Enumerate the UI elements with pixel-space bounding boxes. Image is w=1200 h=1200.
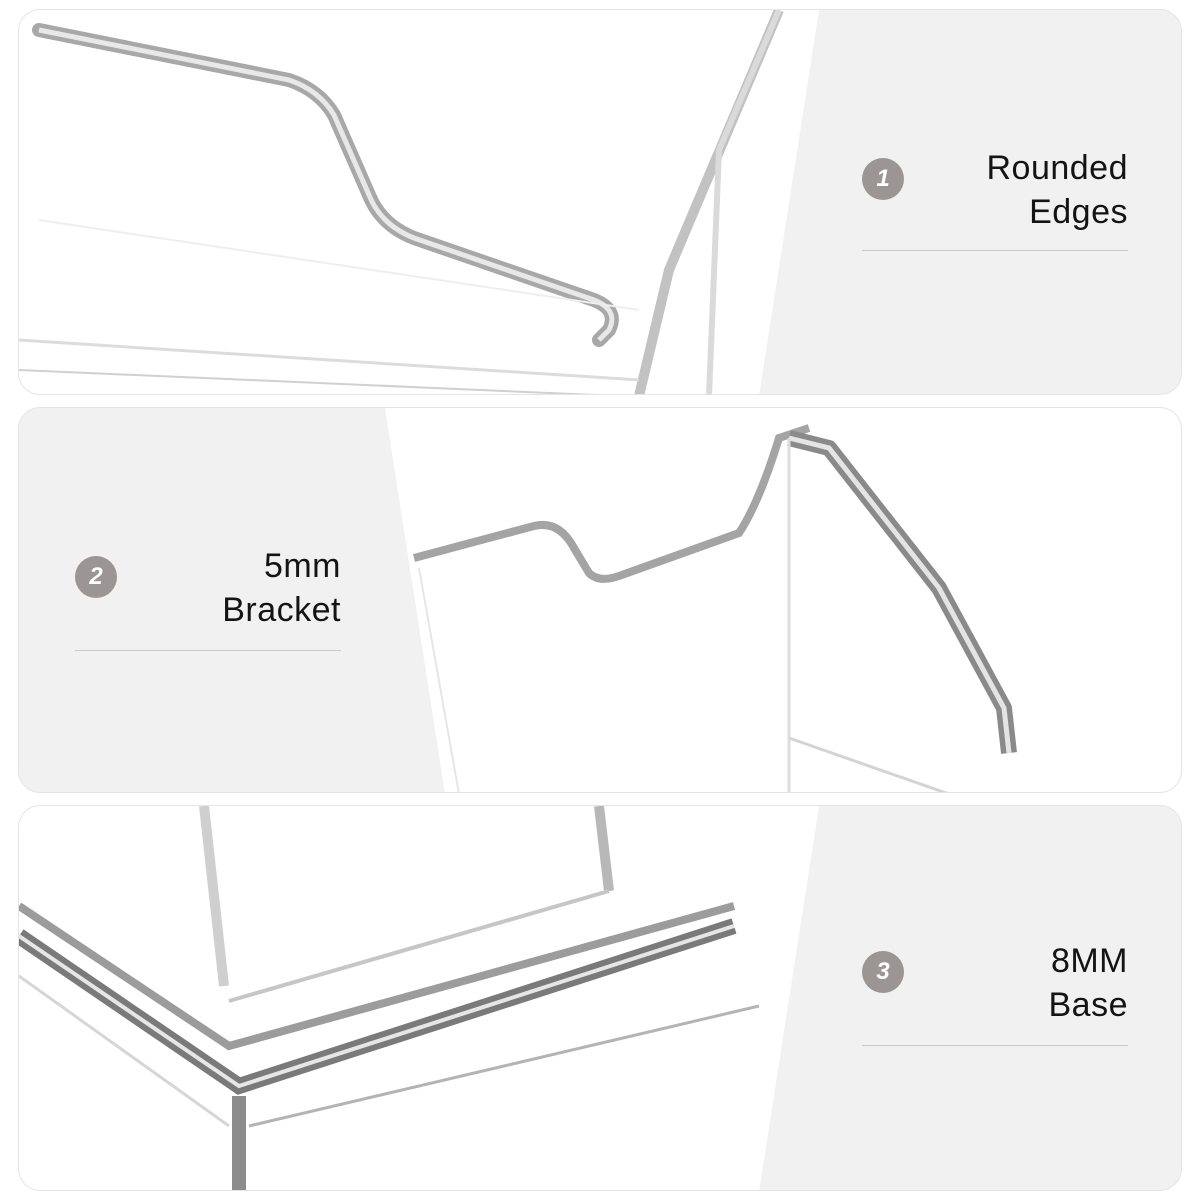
feature-divider (75, 650, 341, 651)
feature-label-line1: 5mm (263, 547, 341, 585)
feature-label-block: 1 Rounded Edges (862, 149, 1128, 260)
feature-number-badge: 3 (862, 951, 904, 993)
feature-number-badge: 1 (862, 158, 904, 200)
feature-label-line1: 8MM (1050, 942, 1128, 980)
feature-label-block: 3 8MM Base (862, 942, 1128, 1053)
feature-panel-base: 3 8MM Base (18, 805, 1182, 1191)
feature-label: 8MM Base (1049, 939, 1129, 1027)
feature-divider (862, 1045, 1128, 1046)
acrylic-photo-bracket (385, 408, 1181, 792)
feature-panel-bracket: 2 5mm Bracket (18, 407, 1182, 793)
acrylic-photo-base (19, 806, 819, 1190)
feature-number-badge: 2 (75, 556, 117, 598)
feature-label-line2: Base (1048, 986, 1128, 1024)
feature-label-line1: Rounded (986, 149, 1128, 187)
feature-label: Rounded Edges (986, 146, 1128, 234)
feature-panel-rounded-edges: 1 Rounded Edges (18, 9, 1182, 395)
acrylic-photo-rounded-edges (19, 10, 819, 394)
feature-label: 5mm Bracket (222, 544, 341, 632)
feature-divider (862, 250, 1128, 251)
feature-label-line2: Edges (1029, 193, 1128, 231)
feature-label-block: 2 5mm Bracket (75, 547, 341, 658)
feature-label-line2: Bracket (222, 591, 341, 629)
